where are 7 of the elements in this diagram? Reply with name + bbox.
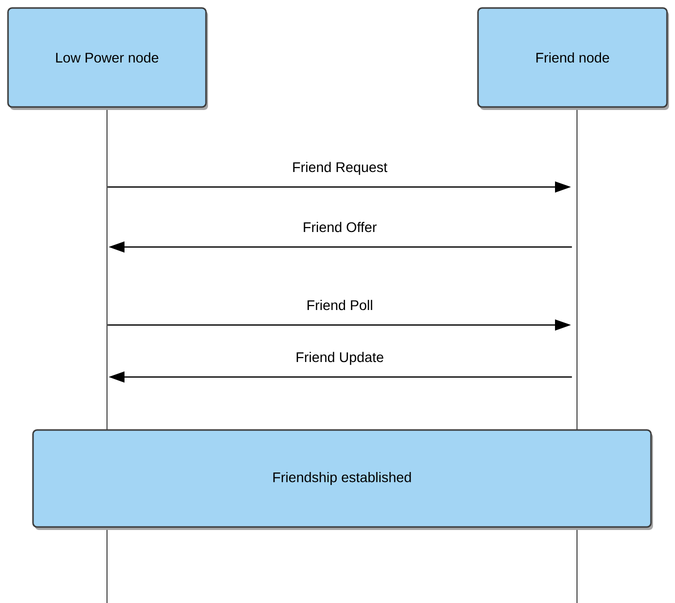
edge-label: Friend Update [296,352,384,365]
participant-box: Friend node [477,7,669,110]
edge-label: Friend Request [293,162,388,175]
participant-box: Friendship established [32,429,653,530]
participant-box: Low Power node [7,7,208,110]
edge-label: Friend Poll [308,300,372,310]
edge-label: Friend Offer [304,222,377,232]
